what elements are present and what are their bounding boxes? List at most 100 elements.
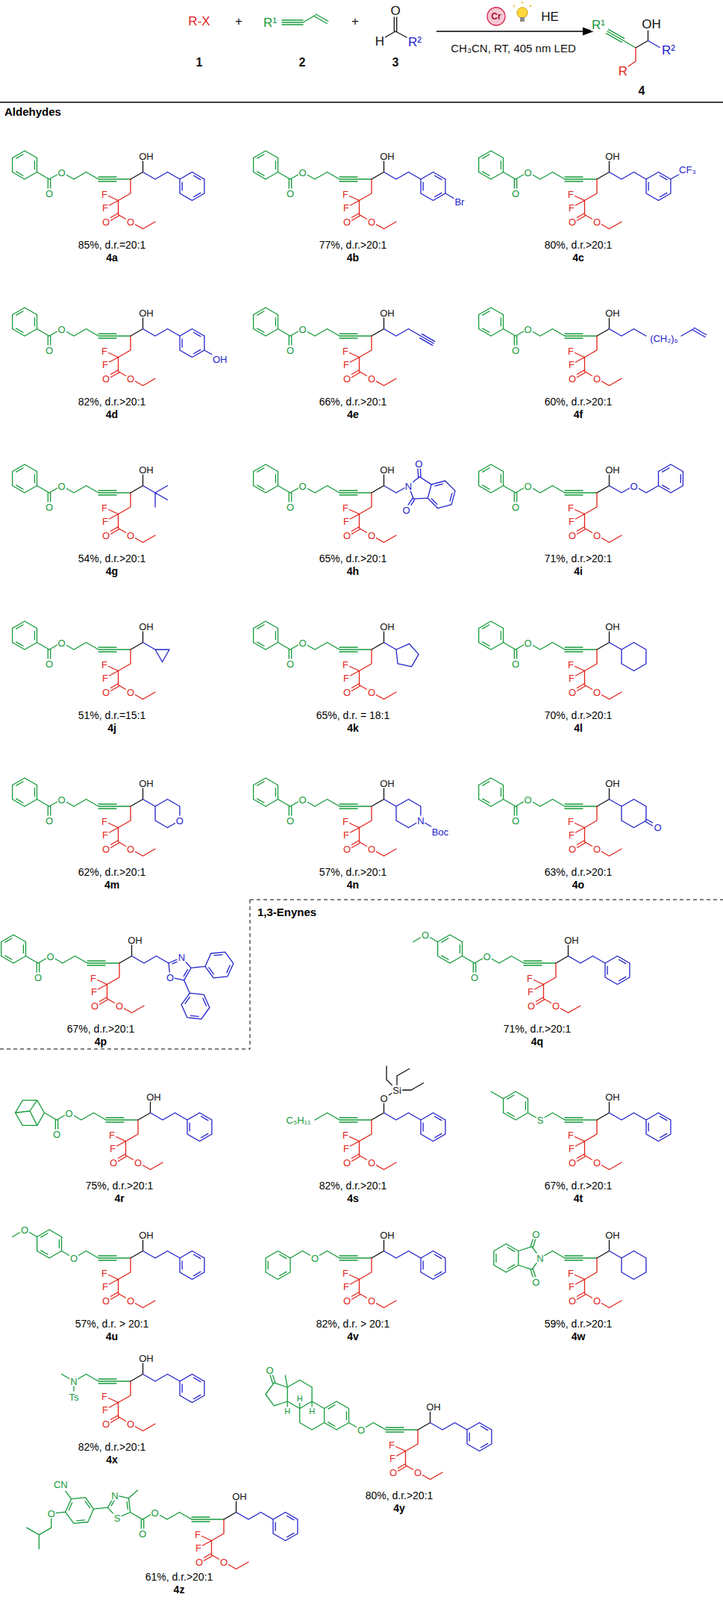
reagent-label: HE — [540, 10, 560, 24]
atom-label: F — [526, 986, 535, 997]
yield-label: 80%, d.r.>20:1 — [365, 1489, 434, 1500]
atom-label: O — [133, 1157, 143, 1167]
atom-label: O — [342, 373, 352, 384]
yield-label: 80%, d.r.>20:1 — [544, 239, 613, 250]
atom-label: O — [567, 1295, 577, 1305]
atom-label: O — [523, 793, 532, 804]
scheme-label: + — [234, 14, 244, 28]
conditions-label: CH₃CN, RT, 405 nm LED — [449, 42, 577, 54]
atom-label: F — [100, 502, 109, 513]
reaction-arrow — [436, 30, 585, 33]
atom-label: F — [567, 829, 576, 840]
atom-label: O — [531, 1228, 541, 1238]
compound-number: 4s — [346, 1192, 359, 1203]
atom-label: O — [165, 971, 175, 982]
compound-number: 4k — [346, 722, 359, 733]
atom-label: Si — [391, 1084, 403, 1095]
compound-number: 4e — [346, 408, 359, 420]
bulb-ray — [513, 5, 515, 7]
atom-label: O — [265, 1364, 275, 1375]
yield-label: 82%, d.r.>20:1 — [78, 396, 147, 407]
atom-label: O — [628, 480, 638, 491]
atom-label: F — [100, 659, 109, 670]
atom-label: O — [420, 928, 430, 939]
compound-number: 2 — [298, 56, 307, 69]
atom-label: O — [511, 345, 521, 356]
atom-label: O — [567, 530, 577, 541]
atom-label: O — [511, 815, 521, 826]
atom-label: O — [342, 217, 352, 227]
compound-number: 4o — [572, 878, 585, 890]
atom-label: O — [592, 530, 602, 541]
atom-label: F — [341, 346, 350, 356]
atom-label: F — [342, 673, 350, 683]
yield-label: 67%, d.r.>20:1 — [544, 1179, 613, 1191]
yield-label: 62%, d.r.>20:1 — [78, 866, 147, 877]
atom-label: OH — [563, 934, 580, 945]
scheme-label: R-X — [187, 14, 211, 28]
atom-label: OH — [138, 1229, 155, 1240]
atom-label: O — [526, 1000, 536, 1011]
atom-label: Ts — [68, 1391, 80, 1402]
atom-label: O — [342, 843, 352, 854]
atom-label: O — [297, 167, 307, 177]
compound-number: 4x — [105, 1453, 118, 1464]
atom-label: O — [101, 1418, 111, 1429]
atom-label: O — [101, 373, 111, 384]
yield-label: 82%, d.r.>20:1 — [78, 1440, 147, 1452]
atom-label: OH — [138, 151, 155, 162]
atom-label: O — [126, 1295, 136, 1305]
atom-label: O — [44, 815, 54, 826]
atom-label: O — [90, 1000, 100, 1011]
scheme-label: R¹ — [590, 18, 606, 32]
atom-label: O — [367, 373, 377, 384]
atom-label: CF₃ — [678, 164, 697, 175]
atom-label: O — [285, 188, 295, 199]
atom-label: F — [567, 816, 575, 826]
atom-label: O — [56, 323, 66, 334]
atom-label: N — [110, 1489, 119, 1499]
atom-label: O — [114, 1000, 124, 1011]
atom-label: O — [342, 1157, 352, 1167]
atom-label: O — [414, 458, 424, 468]
atom-label: O — [511, 502, 521, 512]
atom-label: OH — [126, 934, 144, 945]
yield-label: 65%, d.r. = 18:1 — [316, 709, 390, 721]
scheme-label: + — [350, 14, 360, 28]
atom-label: O — [592, 687, 602, 697]
atom-label: F — [101, 1281, 109, 1291]
atom-label: O — [567, 217, 577, 227]
atom-label: OH — [211, 354, 229, 365]
atom-label: O — [56, 637, 66, 647]
atom-label: F — [388, 1452, 397, 1463]
atom-label: F — [101, 202, 109, 213]
section-divider — [249, 899, 251, 1049]
atom-label: O — [413, 1466, 423, 1477]
atom-label: O — [388, 1466, 398, 1477]
light-bulb-icon — [513, 1, 532, 22]
atom-label: OH — [138, 308, 155, 318]
atom-label: O — [44, 502, 54, 512]
compound-number: 4f — [573, 408, 583, 420]
atom-label: O — [592, 843, 602, 854]
atom-label: O — [64, 1107, 74, 1117]
yield-label: 67%, d.r.>20:1 — [67, 1022, 136, 1034]
section-heading: 1,3-Enynes — [257, 905, 317, 917]
atom-label: O — [149, 1506, 159, 1517]
atom-label: F — [567, 346, 575, 356]
yield-label: 75%, d.r.>20:1 — [85, 1179, 154, 1191]
atom-label: F — [341, 1129, 350, 1140]
atom-label: O — [511, 188, 521, 199]
atom-label: O — [108, 1157, 118, 1167]
atom-label: N — [416, 815, 425, 826]
compound-number: 4r — [114, 1192, 124, 1203]
atom-label: O — [567, 1157, 577, 1167]
atom-label: O — [342, 687, 352, 697]
atom-label: O — [101, 530, 111, 541]
atom-label: N — [69, 1375, 78, 1386]
atom-label: F — [342, 359, 350, 370]
bulb-ray — [529, 5, 532, 7]
atom-label: OH — [379, 308, 396, 318]
atom-label: N — [404, 480, 413, 491]
